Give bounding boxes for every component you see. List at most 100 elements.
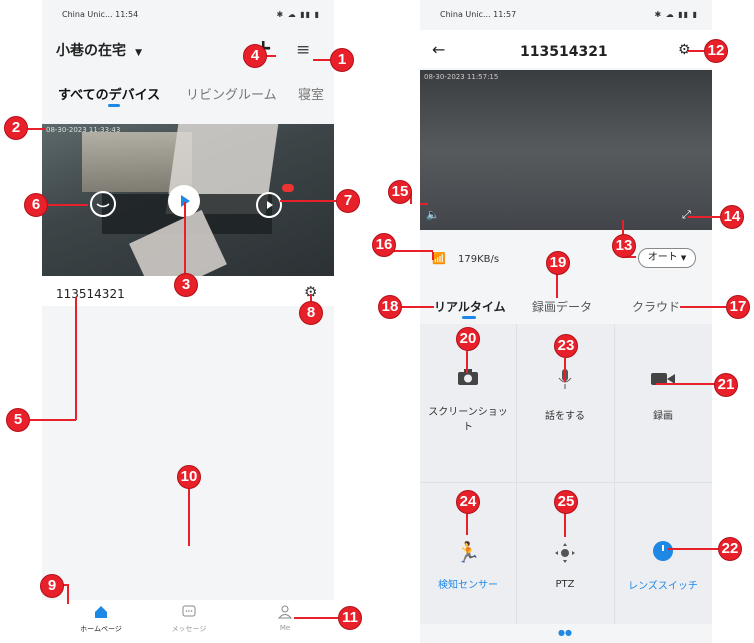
status-bar: China Unic... 11:54 ✱ ☁ ▮▮ ▮ — [42, 0, 334, 30]
detection-sensor-button[interactable]: 🏃 検知センサー — [420, 540, 516, 591]
callout-badge: 9 — [40, 574, 64, 598]
callout-line — [30, 419, 76, 421]
play-icon — [181, 195, 190, 207]
nav-me[interactable]: Me — [260, 604, 310, 632]
chevron-down-icon: ▼ — [680, 254, 687, 262]
record-label: 録画 — [653, 411, 673, 422]
callout-badge: 3 — [174, 273, 198, 297]
cloud-icon — [282, 184, 294, 192]
callout-line — [294, 617, 338, 619]
callout-line — [466, 351, 468, 373]
callout-badge: 22 — [718, 537, 742, 561]
callout-badge: 24 — [456, 490, 480, 514]
home-icon — [95, 606, 107, 618]
callout-badge: 7 — [336, 189, 360, 213]
callout-badge: 10 — [177, 465, 201, 489]
back-arrow-icon[interactable]: ← — [432, 40, 446, 59]
callout-badge: 17 — [726, 295, 750, 319]
detection-sensor-label: 検知センサー — [438, 580, 498, 591]
callout-line — [622, 256, 636, 258]
tab-realtime[interactable]: リアルタイム — [434, 300, 506, 314]
callout-line — [280, 200, 336, 202]
ptz-label: PTZ — [555, 579, 575, 590]
callout-line — [420, 203, 428, 205]
callout-badge: 18 — [378, 295, 402, 319]
nav-home[interactable]: ホームページ — [76, 604, 126, 634]
tab-all-devices[interactable]: すべてのデバイス — [58, 88, 161, 103]
callout-badge: 11 — [338, 606, 362, 630]
tab-living-room[interactable]: リビングルーム — [186, 88, 277, 103]
callout-badge: 15 — [388, 180, 412, 204]
callout-line — [564, 513, 566, 537]
callout-line — [680, 306, 726, 308]
video-camera-icon — [651, 373, 675, 385]
speaker-icon[interactable]: 🔈 — [426, 208, 440, 221]
stream-speed: 179KB/s — [458, 254, 500, 265]
power-icon — [653, 541, 673, 561]
callout-badge: 4 — [243, 44, 267, 68]
callout-badge: 19 — [546, 251, 570, 275]
grid-divider — [516, 324, 517, 624]
home-selector[interactable]: 小巷の在宅 ▼ — [56, 40, 143, 60]
message-icon — [182, 605, 196, 617]
tab-bedroom[interactable]: 寝室 — [298, 88, 325, 103]
device-name: 113514321 — [56, 287, 125, 301]
tab-indicator — [108, 104, 120, 107]
right-phone-screen: China Unic... 11:57 ✱ ☁ ▮▮ ▮ ← 113514321… — [420, 0, 712, 643]
page-title: 113514321 — [520, 44, 608, 60]
talk-label: 話をする — [545, 411, 585, 422]
page-dots: ●● — [558, 628, 572, 637]
settings-icon[interactable]: ⚙ — [678, 42, 691, 58]
callout-line — [184, 202, 186, 274]
left-phone-screen: China Unic... 11:54 ✱ ☁ ▮▮ ▮ 小巷の在宅 ▼ + ≡… — [42, 0, 334, 643]
bottom-nav: ホームページ メッセージ Me — [42, 600, 334, 643]
status-bar: China Unic... 11:57 ✱ ☁ ▮▮ ▮ — [420, 0, 712, 30]
callout-line — [67, 584, 69, 604]
callout-line — [656, 383, 716, 385]
callout-badge: 1 — [330, 48, 354, 72]
tab-cloud[interactable]: クラウド — [632, 300, 681, 314]
callout-badge: 8 — [299, 301, 323, 325]
video-timestamp: 08-30-2023 11:33:43 — [46, 126, 121, 134]
callout-line — [266, 55, 276, 57]
callout-line — [48, 204, 88, 206]
callout-badge: 12 — [704, 39, 728, 63]
screenshot-button[interactable]: スクリーンショット — [420, 368, 516, 433]
tab-indicator — [462, 316, 476, 319]
status-icons: ✱ ☁ ▮▮ ▮ — [654, 10, 698, 19]
ptz-joystick-icon — [555, 543, 575, 563]
callout-badge: 14 — [720, 205, 744, 229]
fullscreen-icon[interactable]: ⤢ — [682, 208, 691, 221]
callout-badge: 21 — [714, 373, 738, 397]
grid-divider — [420, 482, 712, 483]
callout-line — [466, 513, 468, 535]
quality-value: オート — [647, 252, 678, 263]
live-video[interactable]: 08-30-2023 11:57:15 🔈 ⤢ — [420, 70, 712, 230]
user-icon — [277, 605, 293, 619]
lens-switch-label: レンズスイッチ — [628, 581, 698, 592]
ptz-button[interactable]: PTZ — [516, 542, 614, 590]
playback-icon[interactable] — [256, 192, 282, 218]
callout-line — [28, 128, 46, 130]
settings-gear-icon[interactable]: ⚙ — [304, 283, 318, 301]
callout-badge: 2 — [4, 116, 28, 140]
quality-selector[interactable]: オート ▼ — [638, 248, 696, 268]
callout-line — [393, 250, 433, 252]
tab-recordings[interactable]: 録画データ — [532, 300, 593, 314]
video-timestamp: 08-30-2023 11:57:15 — [424, 73, 499, 81]
privacy-eye-icon[interactable] — [90, 191, 116, 217]
callout-line — [188, 488, 190, 546]
record-button[interactable]: 録画 — [614, 372, 712, 422]
nav-messages[interactable]: メッセージ — [164, 604, 214, 634]
callout-badge: 25 — [554, 490, 578, 514]
callout-line — [410, 192, 412, 204]
home-name: 小巷の在宅 — [56, 43, 126, 59]
lens-switch-button[interactable]: レンズスイッチ — [614, 540, 712, 592]
title-bar — [420, 30, 712, 68]
running-person-icon: 🏃 — [455, 540, 481, 564]
callout-line — [688, 50, 704, 52]
menu-icon[interactable]: ≡ — [296, 40, 311, 60]
screenshot-label: スクリーンショット — [428, 407, 508, 433]
callout-badge: 20 — [456, 327, 480, 351]
wifi-icon: 📶 — [432, 252, 446, 265]
